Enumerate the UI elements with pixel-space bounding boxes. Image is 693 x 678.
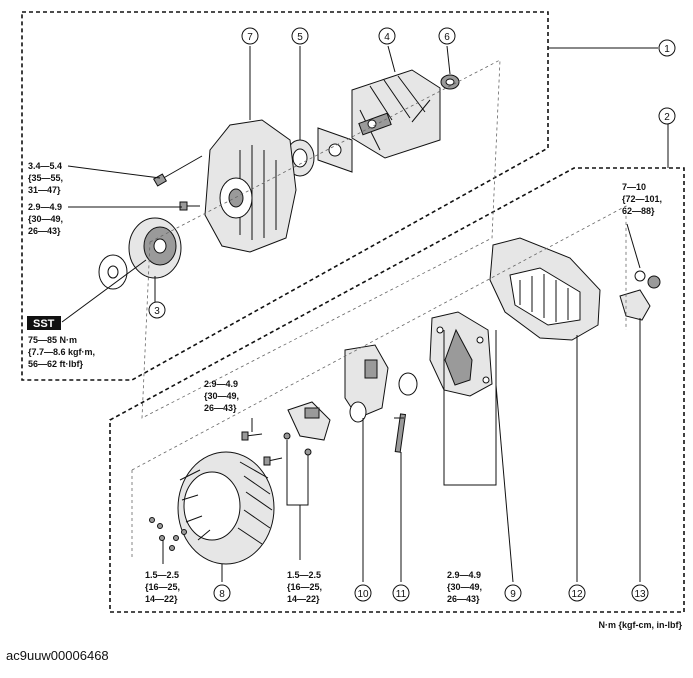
callout-3-number: 3 [154,306,160,317]
torque-regulator-bolts-line-2: {30—49, [204,391,239,401]
bearing-retainer [317,127,353,173]
front-bearing-collar [440,74,460,90]
torque-pulley-nut-line-3: 56—62 ft·lbf} [28,359,84,369]
torque-rectifier-screws: 2.9—4.9 {30—49, 26—43} [447,570,482,604]
torque-regulator-bolts: 2.9—4.9 {30—49, 26—43} [204,379,239,413]
torque-bolt-top: 3.4—5.4 {35—55, 31—47} [28,161,63,195]
callout-11-number: 11 [396,589,407,600]
callout-13: 13 [631,584,649,602]
front-housing [204,119,297,253]
callout-2: 2 [658,107,676,125]
group-2-border [109,167,685,613]
callout-6-number: 6 [444,32,450,43]
callout-7-number: 7 [247,32,253,43]
callout-2-number: 2 [664,112,670,123]
torque-regulator-bolts-line-1: 2.9—4.9 [204,379,238,389]
regulator-bolts [241,431,283,466]
b-terminal-insulator [619,289,651,321]
washer [98,254,128,290]
pulley [128,217,182,279]
torque-stator-screws-line-2: {16—25, [145,582,180,592]
sst-badge: SST [27,316,61,330]
callout-13-number: 13 [634,589,646,600]
figure-id: ac9uuw00006468 [6,648,109,663]
torque-bolt-mid-line-1: 2.9—4.9 [28,202,62,212]
torque-stator-screws-line-1: 1.5—2.5 [145,570,179,580]
brush-holder-bracket [287,401,331,441]
group-1-border [21,11,549,381]
torque-holder-screws: 1.5—2.5 {16—25, 14—22} [287,570,322,604]
callout-12-number: 12 [571,589,583,600]
torque-pulley-nut: 75—85 N·m {7.7—8.6 kgf·m, 56—62 ft·lbf} [28,335,95,369]
torque-bolt-top-line-2: {35—55, [28,173,63,183]
callout-1: 1 [658,39,676,57]
torque-bolt-mid-line-2: {30—49, [28,214,63,224]
housing-bolt [179,201,200,211]
callout-1-number: 1 [664,44,670,55]
stator-screws [149,517,187,551]
torque-bolt-top-line-1: 3.4—5.4 [28,161,62,171]
callout-7: 7 [241,27,259,45]
callout-5-number: 5 [297,32,303,43]
callout-3: 3 [148,301,166,319]
callout-12: 12 [568,584,586,602]
callout-5: 5 [291,27,309,45]
torque-holder-screws-line-3: 14—22} [287,594,320,604]
torque-stator-screws-line-3: 14—22} [145,594,178,604]
sst-label: SST [33,318,55,330]
through-bolt [152,155,203,187]
torque-terminal-nut-line-2: {72—101, [622,194,662,204]
seal-ring [398,372,418,396]
torque-rectifier-screws-line-3: 26—43} [447,594,480,604]
callout-8-number: 8 [219,589,225,600]
rear-housing [489,237,601,341]
torque-stator-screws: 1.5—2.5 {16—25, 14—22} [145,570,180,604]
rectifier [429,311,493,397]
callout-11: 11 [392,584,410,602]
callout-9-number: 9 [510,589,516,600]
torque-bolt-top-line-3: 31—47} [28,185,61,195]
torque-pulley-nut-line-1: 75—85 N·m [28,335,77,345]
torque-terminal-nut-line-3: 62—88} [622,206,655,216]
callout-9: 9 [504,584,522,602]
callout-10: 10 [354,584,372,602]
torque-holder-screws-line-2: {16—25, [287,582,322,592]
callout-4-number: 4 [384,32,390,43]
b-terminal-nut [634,270,661,289]
voltage-regulator [344,344,389,423]
callout-8: 8 [213,584,231,602]
torque-pulley-nut-line-2: {7.7—8.6 kgf·m, [28,347,95,357]
axis-guide-2 [131,205,627,560]
torque-bolt-mid-line-3: 26—43} [28,226,61,236]
torque-holder-screws-line-1: 1.5—2.5 [287,570,321,580]
torque-rectifier-screws-line-2: {30—49, [447,582,482,592]
brush [394,413,407,453]
torque-terminal-nut-line-1: 7—10 [622,182,646,192]
stator [177,451,275,565]
callout-4: 4 [378,27,396,45]
axis-guide-1 [141,59,501,419]
torque-regulator-bolts-line-3: 26—43} [204,403,237,413]
units-note: N·m {kgf-cm, in-lbf} [598,620,682,630]
callout-10-number: 10 [357,589,369,600]
torque-bolt-mid: 2.9—4.9 {30—49, 26—43} [28,202,63,236]
torque-rectifier-screws-line-1: 2.9—4.9 [447,570,481,580]
torque-terminal-nut: 7—10 {72—101, 62—88} [622,182,662,216]
callout-6: 6 [438,27,456,45]
